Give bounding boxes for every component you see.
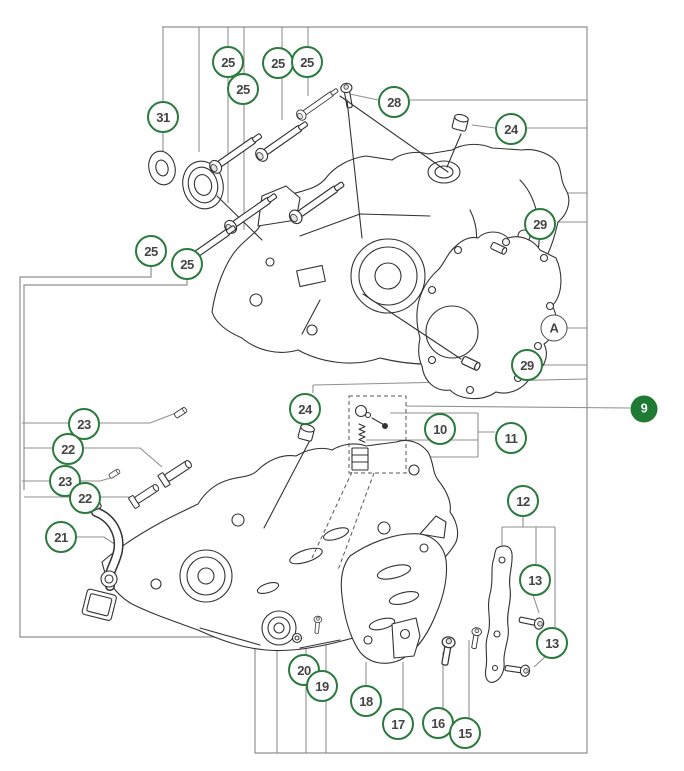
clutch-plate-drawing (291, 515, 448, 664)
callout-25[interactable]: 25 (171, 248, 203, 280)
callout-25[interactable]: 25 (291, 46, 323, 78)
callout-21[interactable]: 21 (45, 521, 77, 553)
callout-29[interactable]: 29 (524, 208, 556, 240)
callout-24[interactable]: 24 (495, 113, 527, 145)
callout-24[interactable]: 24 (289, 393, 321, 425)
sleeve-24-lower-drawing (263, 422, 316, 529)
valve-kit-box-drawing (311, 395, 407, 571)
callout-18[interactable]: 18 (350, 685, 382, 717)
callout-22[interactable]: 22 (52, 433, 84, 465)
callout-13[interactable]: 13 (519, 564, 551, 596)
callout-25[interactable]: 25 (262, 47, 294, 79)
callout-17[interactable]: 17 (382, 708, 414, 740)
callout-25[interactable]: 25 (212, 46, 244, 78)
callout-28[interactable]: 28 (378, 86, 410, 118)
callout-25[interactable]: 25 (227, 73, 259, 105)
bracket-strip-drawing (437, 545, 546, 683)
callout-13[interactable]: 13 (536, 627, 568, 659)
callout-25[interactable]: 25 (135, 235, 167, 267)
callout-20[interactable]: 20 (288, 654, 320, 686)
callout-11[interactable]: 11 (495, 422, 527, 454)
callout-10[interactable]: 10 (424, 413, 456, 445)
callout-22[interactable]: 22 (69, 482, 101, 514)
callout-a[interactable]: A (540, 314, 568, 342)
washer-and-bearing-drawing (148, 150, 263, 241)
callout-9[interactable]: 9 (630, 395, 658, 423)
screw-28-and-sleeve-24-drawing (339, 81, 470, 239)
callout-31[interactable]: 31 (147, 101, 179, 133)
callout-15[interactable]: 15 (449, 717, 481, 749)
callout-12[interactable]: 12 (507, 485, 539, 517)
callout-19[interactable]: 19 (306, 670, 338, 702)
callout-29[interactable]: 29 (511, 349, 543, 381)
